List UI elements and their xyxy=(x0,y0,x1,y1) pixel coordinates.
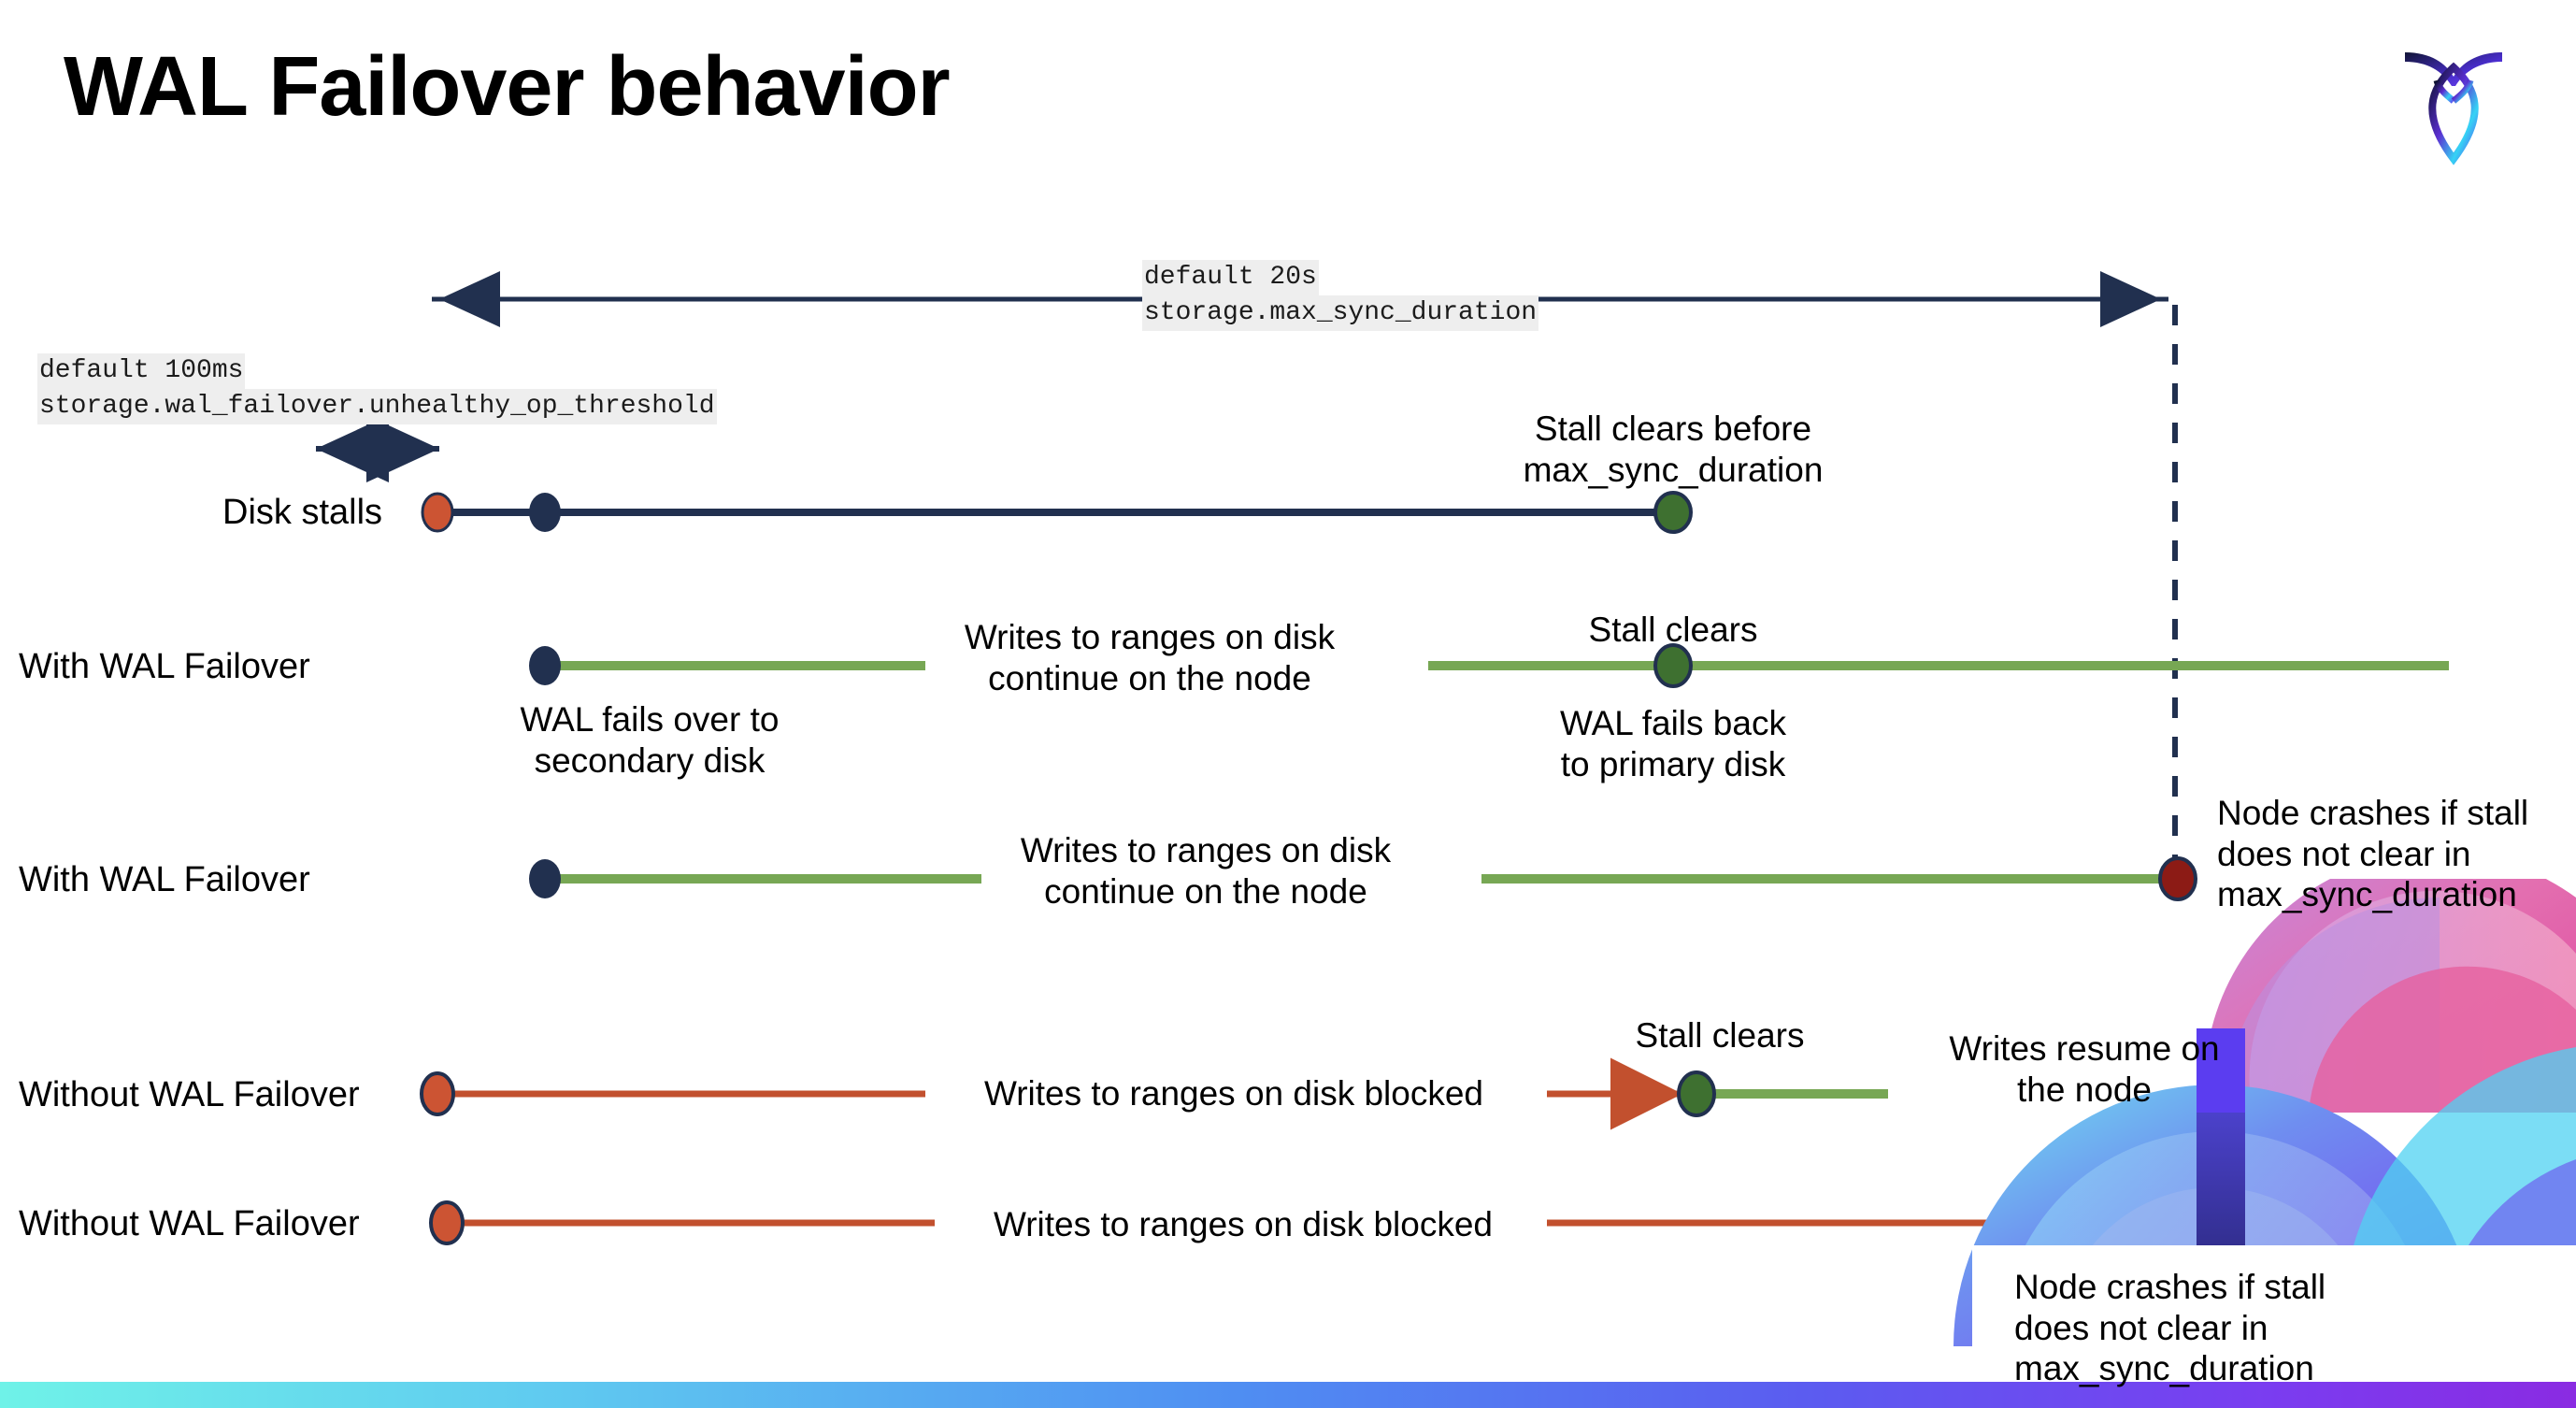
annotation-line-2: continue on the node xyxy=(988,658,1311,697)
annotation-stall-clears-row4: Stall clears xyxy=(1635,1016,1805,1055)
row-with-wal-failover-crash-track xyxy=(529,856,2197,901)
annotation-line-1: WAL fails back xyxy=(1560,704,1786,742)
callout-unhealthy-default: default 100ms xyxy=(37,353,246,389)
row-disk-stalls-track xyxy=(421,491,1693,534)
annotation-stall-clears-row2: Stall clears xyxy=(1588,611,1758,649)
failover-trigger-dot xyxy=(529,493,561,532)
annotation-line-2: does not clear in xyxy=(2014,1308,2268,1347)
annotation-wal-fails-over: WAL fails over to secondary disk xyxy=(477,699,823,781)
annotation-line-2: secondary disk xyxy=(534,740,766,780)
failover-start-dot xyxy=(529,859,561,898)
annotation-line-1: Writes to ranges on disk xyxy=(1020,831,1392,869)
callout-unhealthy-op-threshold: default 100ms storage.wal_failover.unhea… xyxy=(37,353,717,424)
annotation-line-1: Node crashes if stall xyxy=(2217,794,2529,832)
bottom-gradient-bar xyxy=(0,1382,2576,1408)
callout-max-sync-default: default 20s xyxy=(1142,260,1319,295)
node-crash-caption-card xyxy=(1972,1245,2576,1408)
annotation-writes-blocked-row5: Writes to ranges on disk blocked xyxy=(993,1205,1494,1243)
stall-clears-dot xyxy=(1677,1070,1716,1117)
row-label-disk-stalls: Disk stalls xyxy=(222,493,383,532)
annotation-node-crashes-row3: Node crashes if stall does not clear in … xyxy=(2217,793,2576,915)
annotation-line-1: Writes to ranges on disk xyxy=(964,618,1336,656)
row-with-wal-failover-recovers-track xyxy=(529,643,2449,688)
annotation-line-2: continue on the node xyxy=(1044,871,1367,911)
callout-max-sync-setting: storage.max_sync_duration xyxy=(1142,295,1539,331)
annotation-line-2: does not clear in xyxy=(2217,834,2471,873)
node-crash-dot xyxy=(2158,856,2197,901)
row-label-with-wal-failover-1: With WAL Failover xyxy=(19,647,310,686)
annotation-line-2: the node xyxy=(2016,1070,2153,1109)
callout-unhealthy-setting: storage.wal_failover.unhealthy_op_thresh… xyxy=(37,388,717,424)
annotation-stall-clears-before: Stall clears before max_sync_duration xyxy=(1491,409,1855,490)
stall-clears-dot xyxy=(1653,491,1693,534)
stall-start-dot xyxy=(429,1200,465,1245)
annotation-line-1: Writes resume on xyxy=(1949,1029,2220,1068)
annotation-line-3: max_sync_duration xyxy=(2217,875,2517,914)
annotation-line-2: to primary disk xyxy=(1560,744,1786,783)
cockroachdb-logo-icon xyxy=(2397,36,2510,166)
page-title: WAL Failover behavior xyxy=(64,40,951,134)
annotation-line-3: max_sync_duration xyxy=(2014,1349,2314,1388)
annotation-writes-continue-row2: Writes to ranges on disk continue on the… xyxy=(935,617,1365,698)
callout-max-sync-duration: default 20s storage.max_sync_duration xyxy=(1142,260,1539,331)
failover-start-dot xyxy=(529,646,561,685)
stall-clears-dot xyxy=(1653,643,1693,688)
annotation-line-1: WAL fails over to xyxy=(520,700,780,739)
row-label-without-wal-failover-2: Without WAL Failover xyxy=(19,1204,360,1243)
row-label-with-wal-failover-2: With WAL Failover xyxy=(19,860,310,899)
annotation-node-crashes-row5: Node crashes if stall does not clear in … xyxy=(2014,1267,2407,1389)
row-label-without-wal-failover-1: Without WAL Failover xyxy=(19,1075,360,1114)
annotation-writes-continue-row3: Writes to ranges on disk continue on the… xyxy=(991,830,1421,912)
annotation-line-2: max_sync_duration xyxy=(1523,450,1824,489)
annotation-writes-blocked-row4: Writes to ranges on disk blocked xyxy=(983,1074,1484,1113)
stall-start-dot xyxy=(420,1071,455,1116)
annotation-writes-resume: Writes resume on the node xyxy=(1925,1028,2243,1110)
annotation-wal-fails-back: WAL fails back to primary disk xyxy=(1514,703,1832,784)
annotation-line-1: Node crashes if stall xyxy=(2014,1268,2326,1306)
annotation-line-1: Stall clears before xyxy=(1534,409,1812,448)
stall-start-dot xyxy=(421,492,454,533)
